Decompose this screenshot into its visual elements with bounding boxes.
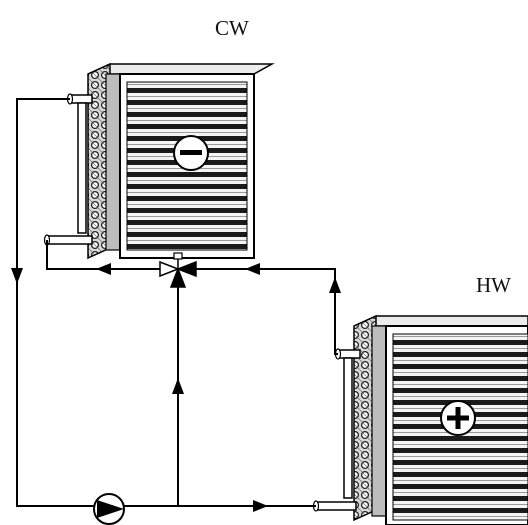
flow-arrow-up [172,378,184,394]
flow-arrows [11,263,341,512]
cw-supply-pipe [16,98,94,507]
flow-arrow-right [253,500,268,512]
heating-coil [312,314,528,525]
three-way-valve [159,252,197,288]
cw-label: CW [215,16,249,40]
hw-branch-pipe [196,268,338,355]
flow-arrow-down [11,268,23,284]
plus-icon [440,400,476,436]
cooling-coil [43,62,275,260]
minus-icon [173,135,209,171]
circulation-pump [93,493,125,525]
flow-arrow-up [329,277,341,293]
flow-arrow-left [96,263,111,275]
flow-arrow-left [245,263,260,275]
hw-label: HW [476,273,511,297]
cw-return-pipe [46,240,160,270]
